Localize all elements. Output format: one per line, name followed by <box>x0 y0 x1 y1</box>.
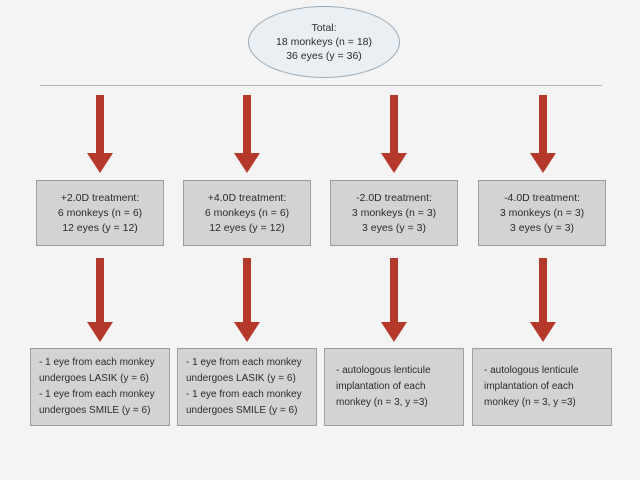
outcome-line-3: monkey (n = 3, y =3) <box>336 397 428 408</box>
arrow-head <box>530 153 556 173</box>
arrow-shaft <box>390 258 398 322</box>
arrow-shaft <box>539 258 547 322</box>
outcome-box-plus-4-0d: - 1 eye from each monkey undergoes LASIK… <box>177 348 317 426</box>
arrow-to-treatment-minus-4-0d <box>530 95 556 173</box>
arrow-to-treatment-plus-2-0d <box>87 95 113 173</box>
outcome-line-4: undergoes SMILE (y = 6) <box>186 405 298 416</box>
arrow-to-outcome-plus-2-0d <box>87 258 113 342</box>
outcome-line-3: - 1 eye from each monkey <box>39 389 155 400</box>
arrow-head <box>234 153 260 173</box>
outcome-line-2: implantation of each <box>484 381 574 392</box>
arrow-shaft <box>539 95 547 153</box>
treatment-line-1: -4.0D treatment: <box>504 191 580 204</box>
treatment-line-3: 3 eyes (y = 3) <box>510 221 574 234</box>
outcome-box-minus-4-0d: - autologous lenticule implantation of e… <box>472 348 612 426</box>
treatment-line-1: +2.0D treatment: <box>60 191 140 204</box>
arrow-shaft <box>390 95 398 153</box>
total-ellipse-node: Total: 18 monkeys (n = 18) 36 eyes (y = … <box>248 6 400 78</box>
outcome-line-3: - 1 eye from each monkey <box>186 389 302 400</box>
arrow-head <box>87 322 113 342</box>
outcome-line-2: undergoes LASIK (y = 6) <box>186 373 296 384</box>
outcome-line-1: - 1 eye from each monkey <box>186 357 302 368</box>
outcome-line-1: - 1 eye from each monkey <box>39 357 155 368</box>
arrow-to-treatment-minus-2-0d <box>381 95 407 173</box>
distribution-connector-line <box>40 85 602 86</box>
outcome-box-plus-2-0d: - 1 eye from each monkey undergoes LASIK… <box>30 348 170 426</box>
total-line-1: Total: <box>311 22 337 34</box>
arrow-head <box>87 153 113 173</box>
arrow-head <box>530 322 556 342</box>
outcome-box-minus-2-0d: - autologous lenticule implantation of e… <box>324 348 464 426</box>
arrow-shaft <box>96 95 104 153</box>
total-line-2: 18 monkeys (n = 18) <box>275 36 372 48</box>
treatment-box-plus-2-0d: +2.0D treatment: 6 monkeys (n = 6) 12 ey… <box>36 180 164 246</box>
treatment-line-3: 12 eyes (y = 12) <box>62 221 138 234</box>
total-line-3: 36 eyes (y = 36) <box>286 50 362 62</box>
treatment-line-2: 3 monkeys (n = 3) <box>351 206 437 219</box>
treatment-line-1: -2.0D treatment: <box>356 191 432 204</box>
outcome-line-4: undergoes SMILE (y = 6) <box>39 405 151 416</box>
treatment-line-2: 6 monkeys (n = 6) <box>204 206 290 219</box>
treatment-line-3: 3 eyes (y = 3) <box>362 221 426 234</box>
arrow-head <box>381 153 407 173</box>
arrow-head <box>381 322 407 342</box>
arrow-shaft <box>96 258 104 322</box>
outcome-line-1: - autologous lenticule <box>336 365 431 376</box>
arrow-shaft <box>243 258 251 322</box>
outcome-line-1: - autologous lenticule <box>484 365 579 376</box>
treatment-box-minus-2-0d: -2.0D treatment: 3 monkeys (n = 3) 3 eye… <box>330 180 458 246</box>
arrow-shaft <box>243 95 251 153</box>
arrow-to-outcome-minus-2-0d <box>381 258 407 342</box>
treatment-box-plus-4-0d: +4.0D treatment: 6 monkeys (n = 6) 12 ey… <box>183 180 311 246</box>
treatment-box-minus-4-0d: -4.0D treatment: 3 monkeys (n = 3) 3 eye… <box>478 180 606 246</box>
outcome-line-2: implantation of each <box>336 381 426 392</box>
arrow-to-outcome-minus-4-0d <box>530 258 556 342</box>
treatment-line-2: 3 monkeys (n = 3) <box>499 206 585 219</box>
treatment-line-2: 6 monkeys (n = 6) <box>57 206 143 219</box>
treatment-line-1: +4.0D treatment: <box>207 191 287 204</box>
arrow-to-outcome-plus-4-0d <box>234 258 260 342</box>
outcome-line-2: undergoes LASIK (y = 6) <box>39 373 149 384</box>
outcome-line-3: monkey (n = 3, y =3) <box>484 397 576 408</box>
arrow-to-treatment-plus-4-0d <box>234 95 260 173</box>
arrow-head <box>234 322 260 342</box>
treatment-line-3: 12 eyes (y = 12) <box>209 221 285 234</box>
